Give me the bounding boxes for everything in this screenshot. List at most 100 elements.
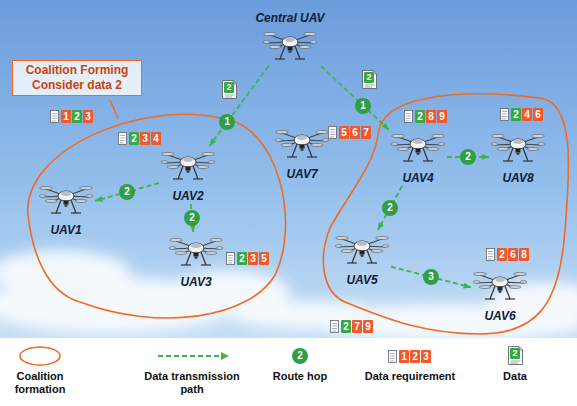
data-number: 2 <box>224 82 234 93</box>
uav-node: UAV3 <box>167 232 225 290</box>
node-label: UAV7 <box>286 166 317 182</box>
requirement-number: 2 <box>72 110 82 123</box>
uav-node: Central UAV <box>251 8 329 66</box>
requirement-icon <box>501 109 509 121</box>
requirement-number: 3 <box>83 110 93 123</box>
requirement-number: 6 <box>533 108 543 121</box>
requirement-number: 8 <box>519 248 529 261</box>
drone-icon <box>391 134 445 161</box>
requirement-icon <box>331 321 339 333</box>
requirement-number: 3 <box>248 252 258 265</box>
data-number: 2 <box>364 72 374 83</box>
requirement-number: 1 <box>399 350 409 363</box>
drone-icon <box>335 236 389 263</box>
route-hop-number: 1 <box>355 98 371 114</box>
route-hop-number: 2 <box>382 200 398 216</box>
node-label: Coalition Forming Consider data 2 <box>17 63 137 93</box>
coalition-outline <box>28 114 286 318</box>
uav-node: UAV6 <box>471 266 529 324</box>
route-hop-number: 1 <box>219 114 235 130</box>
requirement-number: 6 <box>508 248 518 261</box>
node-label: UAV5 <box>346 272 377 288</box>
node-label: UAV6 <box>484 308 515 324</box>
route-hop-number: 2 <box>119 184 135 200</box>
requirement-number: 3 <box>421 350 431 363</box>
route-hop-number: 2 <box>460 149 476 165</box>
drone-icon <box>263 32 317 59</box>
node-label: UAV1 <box>50 222 81 238</box>
route-hop-number: 3 <box>423 269 439 285</box>
legend-item: Route hop <box>260 370 340 383</box>
legend-text: Data <box>490 370 540 383</box>
requirement-icon <box>329 127 337 139</box>
node-label: UAV4 <box>402 170 433 186</box>
data-transmission-path <box>209 66 268 146</box>
requirement-number: 2 <box>415 110 425 123</box>
requirement-number: 8 <box>426 110 436 123</box>
requirement-icon <box>119 133 127 145</box>
requirement-icon <box>227 253 235 265</box>
drone-icon <box>275 130 329 157</box>
drone-icon <box>169 238 223 265</box>
requirement-number: 3 <box>140 132 150 145</box>
uav-node: UAV2 <box>159 146 217 204</box>
requirement-icon <box>405 111 413 123</box>
requirement-number: 5 <box>339 126 349 139</box>
requirement-number: 6 <box>350 126 360 139</box>
callout-box: Coalition Forming Consider data 2 <box>12 60 142 96</box>
node-label: UAV8 <box>502 170 533 186</box>
legend-arrowhead <box>221 352 229 360</box>
requirement-number: 5 <box>259 252 269 265</box>
data-icon <box>509 347 523 365</box>
legend-item: Data transmission path <box>133 370 251 396</box>
requirement-number: 1 <box>61 110 71 123</box>
legend-item: Data requirement <box>348 370 472 383</box>
uav-node: UAV8 <box>489 128 547 186</box>
legend-text: Route hop <box>260 370 340 383</box>
route-hop-number: 2 <box>184 210 200 226</box>
drone-icon <box>39 186 93 213</box>
legend-text: Data transmission path <box>133 370 251 396</box>
requirement-number: 4 <box>522 108 532 121</box>
requirement-number: 2 <box>341 320 351 333</box>
uav-node: UAV4 <box>389 128 447 186</box>
coalition-outline <box>323 94 568 334</box>
drone-icon <box>473 272 527 299</box>
data-icon <box>363 71 377 89</box>
route-hop-number: 2 <box>292 348 308 364</box>
cloud <box>0 250 130 294</box>
node-label: UAV3 <box>180 274 211 290</box>
requirement-number: 2 <box>237 252 247 265</box>
data-icon <box>223 81 237 99</box>
data-transmission-path <box>391 267 471 288</box>
drone-icon <box>491 134 545 161</box>
legend-item: Coalition formation <box>2 370 78 396</box>
requirement-number: 2 <box>410 350 420 363</box>
uav-node: UAV1 <box>37 180 95 238</box>
uav-node: UAV5 <box>333 230 391 288</box>
clouds <box>0 250 577 340</box>
callout-leader <box>110 100 118 118</box>
legend-coalition-sample <box>20 347 60 365</box>
legend-item: Data <box>490 370 540 383</box>
requirement-icon <box>389 351 397 363</box>
data-number: 2 <box>510 348 520 359</box>
requirement-icon <box>487 249 495 261</box>
legend-text: Data requirement <box>348 370 472 383</box>
requirement-icon <box>51 111 59 123</box>
node-label: Central UAV <box>255 10 324 26</box>
data-transmission-path <box>378 186 402 230</box>
legend-text: Coalition formation <box>2 370 78 396</box>
data-transmission-path <box>95 183 159 201</box>
drone-icon <box>161 152 215 179</box>
requirement-number: 9 <box>437 110 447 123</box>
requirement-number: 2 <box>129 132 139 145</box>
requirement-number: 4 <box>151 132 161 145</box>
requirement-number: 2 <box>511 108 521 121</box>
data-transmission-path <box>321 66 389 130</box>
requirement-number: 2 <box>497 248 507 261</box>
legend-path-sample <box>158 355 222 357</box>
node-label: UAV2 <box>172 188 203 204</box>
